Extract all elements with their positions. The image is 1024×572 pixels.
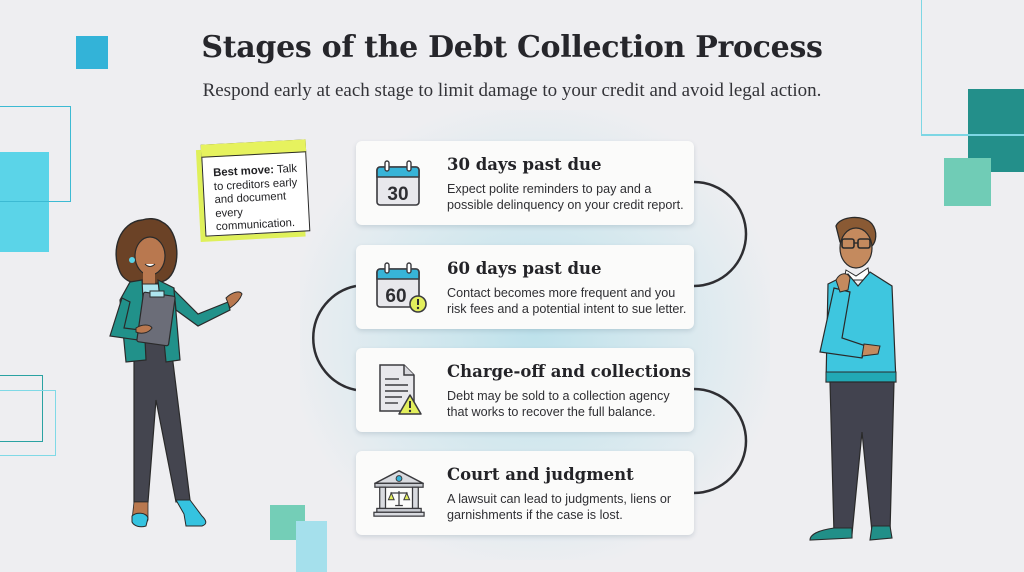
decor-frame-cyan	[0, 106, 71, 202]
page-title: Stages of the Debt Collection Process	[201, 30, 823, 65]
timeline-connector	[312, 180, 748, 495]
svg-text:30: 30	[387, 184, 408, 205]
calendar-60-warning-icon: 60	[376, 262, 427, 313]
stage-title: Court and judgment	[447, 465, 634, 484]
decor-square-mint-right	[944, 158, 991, 206]
stage-title: Charge-off and collections	[447, 362, 691, 381]
sticky-note-tape	[200, 139, 307, 158]
stage-description: Contact becomes more frequent and you ri…	[447, 286, 687, 316]
stage-description: A lawsuit can lead to judgments, liens o…	[447, 492, 672, 522]
decor-square-blue	[76, 36, 108, 69]
document-warning-icon	[379, 364, 422, 415]
stage-title: 60 days past due	[447, 259, 602, 278]
stage-description: Expect polite reminders to pay and a pos…	[447, 182, 684, 212]
thinking-man-illustration	[809, 216, 897, 541]
stage-card-60-days: 60 60 days past due Contact becomes more…	[356, 245, 694, 329]
decor-frame-lightcyan	[0, 390, 56, 456]
woman-presenter-illustration	[109, 217, 243, 528]
stage-card-court: Court and judgment A lawsuit can lead to…	[356, 451, 694, 535]
courthouse-scales-icon	[373, 470, 425, 517]
stage-description: Debt may be sold to a collection agency …	[447, 389, 670, 419]
decor-line-cyan-right	[921, 134, 1024, 136]
page-subtitle: Respond early at each stage to limit dam…	[202, 80, 822, 101]
decor-frame-teal	[0, 375, 43, 442]
stage-card-charge-off: Charge-off and collections Debt may be s…	[356, 348, 694, 432]
svg-text:60: 60	[385, 286, 406, 307]
stage-title: 30 days past due	[447, 155, 602, 174]
stage-card-30-days: 30 30 days past due Expect polite remind…	[356, 141, 694, 225]
calendar-30-icon: 30	[376, 160, 420, 206]
tip-label: Best move:	[212, 164, 275, 180]
decor-square-cyan	[0, 152, 49, 252]
